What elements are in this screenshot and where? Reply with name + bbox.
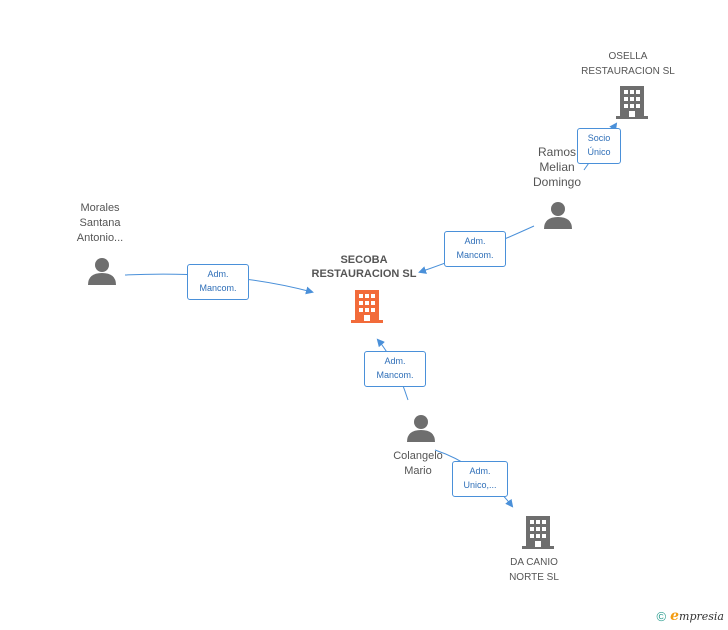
node-label-line: Santana: [79, 217, 121, 229]
edge-label-ramos-main[interactable]: Adm. Mancom.: [444, 231, 506, 267]
node-label-line: NORTE SL: [509, 572, 559, 583]
brand-e: e: [670, 608, 680, 624]
node-label-line: OSELLA: [608, 51, 648, 62]
node-label-line: Antonio...: [76, 232, 124, 244]
edge-label-colangelo-main[interactable]: Adm. Mancom.: [364, 351, 426, 387]
edge-label-line: Adm.: [464, 236, 486, 246]
person-icon-ramos[interactable]: [544, 202, 572, 229]
node-label-line: Mario: [404, 465, 432, 477]
edge-label-line: Mancom.: [456, 250, 494, 260]
edge-label-morales-main[interactable]: Adm. Mancom.: [187, 264, 249, 300]
brand-name-text: mpresia: [679, 610, 724, 623]
node-label-line: Melian: [539, 160, 575, 174]
edge-label-line: Adm.: [207, 269, 229, 279]
brand-logo[interactable]: © empresia: [657, 608, 724, 624]
node-label-main[interactable]: SECOBA RESTAURACION SL: [304, 253, 424, 281]
edge-label-osella-ramos[interactable]: Socio Único: [577, 128, 621, 164]
node-label-line: Ramos: [537, 145, 576, 159]
edge-label-line: Adm.: [384, 356, 406, 366]
node-label-dacanio[interactable]: DA CANIO NORTE SL: [494, 555, 574, 585]
edge-label-line: Adm.: [469, 466, 491, 476]
node-label-line: SECOBA: [340, 254, 388, 266]
node-label-osella[interactable]: OSELLA RESTAURACION SL: [572, 49, 684, 79]
edge-label-colangelo-dacanio[interactable]: Adm. Unico,...: [452, 461, 508, 497]
node-label-line: Domingo: [532, 175, 582, 189]
building-icon-osella[interactable]: [616, 86, 648, 119]
edge-label-line: Mancom.: [376, 370, 414, 380]
building-icon-main[interactable]: [351, 290, 383, 323]
node-label-colangelo[interactable]: Colangelo Mario: [380, 449, 456, 479]
node-label-ramos[interactable]: Ramos Melian Domingo: [522, 145, 592, 190]
edge-label-line: Único: [587, 147, 611, 157]
copyright-icon: ©: [656, 608, 667, 624]
edge-label-line: Mancom.: [199, 283, 237, 293]
node-label-morales[interactable]: Morales Santana Antonio...: [64, 201, 136, 246]
edge-label-line: Socio: [587, 133, 611, 143]
node-label-line: RESTAURACION SL: [581, 66, 675, 77]
building-icon-dacanio[interactable]: [522, 516, 554, 549]
node-label-line: RESTAURACION SL: [311, 268, 417, 280]
node-label-line: Colangelo: [393, 450, 443, 462]
node-label-line: Morales: [80, 202, 120, 214]
person-icon-morales[interactable]: [88, 258, 116, 285]
brand-name: empresia: [670, 608, 724, 624]
edge-label-line: Unico,...: [463, 480, 497, 490]
person-icon-colangelo[interactable]: [407, 415, 435, 442]
node-label-line: DA CANIO: [510, 557, 558, 568]
